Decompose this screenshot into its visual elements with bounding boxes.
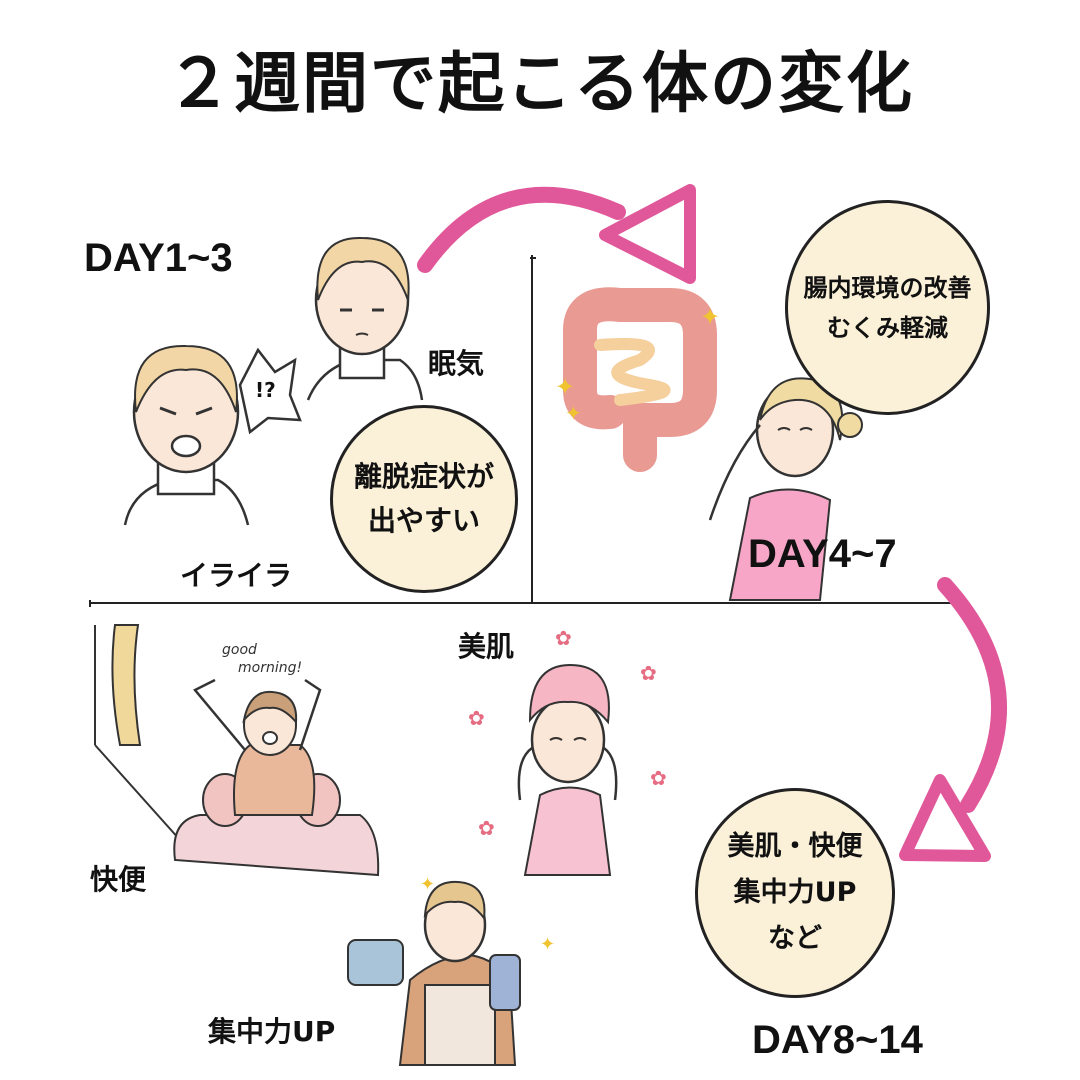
label-irritated: イライラ	[180, 559, 293, 592]
day-label-1: DAY1~3	[84, 236, 233, 280]
svg-text:✦: ✦	[700, 303, 720, 331]
page-title: ２週間で起こる体の変化	[166, 45, 914, 122]
bubble-line: むくみ軽減	[827, 313, 948, 342]
svg-text:✦: ✦	[555, 373, 575, 401]
bubble-line: など	[768, 923, 822, 954]
bubble-line: 集中力UP	[733, 877, 857, 908]
bubble-stage-2: 腸内環境の改善 むくみ軽減	[785, 200, 990, 415]
bubble-stage-1: 離脱症状が 出やすい	[330, 405, 518, 593]
morning-text: good	[222, 642, 257, 658]
svg-text:✿: ✿	[468, 706, 485, 730]
svg-text:✿: ✿	[650, 766, 667, 790]
svg-text:✦: ✦	[565, 401, 582, 425]
svg-text:✦: ✦	[420, 874, 435, 895]
bubble-line: 離脱症状が	[353, 460, 494, 493]
morning-text: morning!	[238, 660, 302, 676]
arrow-icon	[937, 577, 1007, 813]
svg-text:✿: ✿	[555, 626, 572, 650]
svg-text:✦: ✦	[540, 934, 555, 955]
arrow-icon	[417, 186, 626, 273]
label-beauty-skin: 美肌	[458, 630, 515, 663]
day-label-2: DAY4~7	[748, 532, 897, 576]
arrow-head-icon	[599, 184, 696, 284]
day-label-3: DAY8~14	[752, 1018, 923, 1062]
bubble-line: 腸内環境の改善	[803, 273, 972, 302]
svg-text:✿: ✿	[640, 661, 657, 685]
label-sleepy: 眠気	[428, 347, 485, 380]
label-focus-up: 集中力UP	[208, 1015, 336, 1048]
arrow-head-icon	[899, 774, 991, 862]
bubble-line: 美肌・快便	[727, 831, 863, 862]
svg-text:✿: ✿	[478, 816, 495, 840]
surprise-mark: !?	[255, 378, 276, 402]
bubble-line: 出やすい	[367, 504, 480, 537]
label-good-bowel: 快便	[90, 863, 147, 896]
bubble-stage-3: 美肌・快便 集中力UP など	[695, 788, 895, 998]
